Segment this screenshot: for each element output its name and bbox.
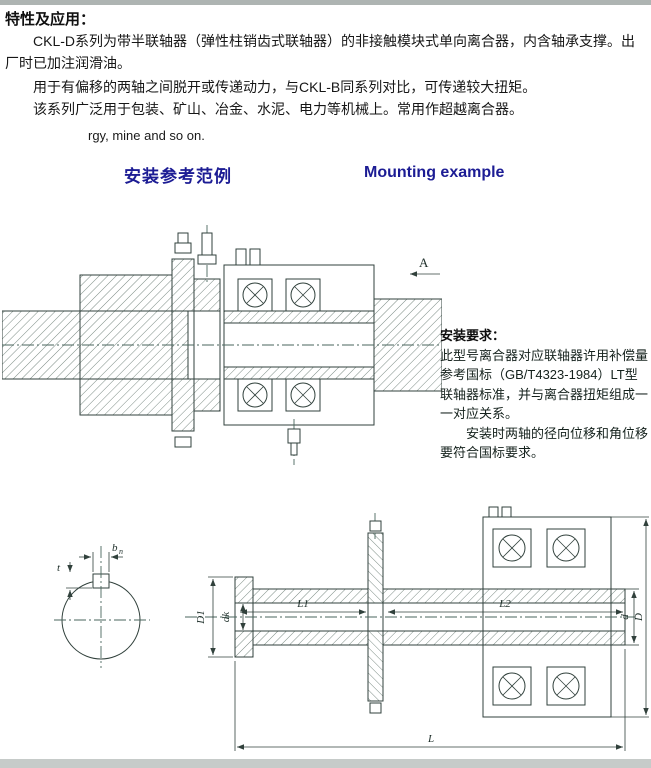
dimension-dk: dk xyxy=(220,604,246,630)
dim-label-dk: dk xyxy=(220,611,232,623)
install-note-para-2: 安装时两轴的径向位移和角位移要符合国标要求。 xyxy=(440,425,649,461)
keyway-width-sub-label: n xyxy=(119,547,123,556)
dimension-l1: L1 xyxy=(240,598,366,615)
bearing-top-right xyxy=(546,528,586,568)
keyway-depth-dimension: t xyxy=(57,562,92,600)
bearing-bottom-right xyxy=(285,378,321,412)
intro-para-3: 该系列广泛用于包装、矿山、冶金、水泥、电力等机械上。常用作超越离合器。 xyxy=(33,101,523,117)
flange-plate xyxy=(171,232,195,448)
keyway-depth-label: t xyxy=(57,562,61,574)
intro-para-4-english: rgy, mine and so on. xyxy=(88,128,205,143)
bearing-top-right xyxy=(285,278,321,312)
dim-label-d-outer: D xyxy=(633,613,645,622)
intro-para-1: CKL-D系列为带半联轴器（弹性柱销齿式联轴器）的非接触模块式单向离合器，内含轴… xyxy=(5,33,636,71)
dim-label-l: L xyxy=(427,733,434,745)
bearing-bottom-right xyxy=(546,666,586,706)
install-note-heading: 安装要求： xyxy=(440,328,506,343)
dim-label-d: d xyxy=(619,614,631,620)
install-note-para-1: 此型号离合器对应联轴器许用补偿量参考国标（GB/T4323-1984）LT型联轴… xyxy=(440,347,649,422)
dim-label-d1: D1 xyxy=(195,610,207,624)
bottom-bolt xyxy=(287,419,301,465)
middle-flange xyxy=(367,513,384,714)
page-top-edge xyxy=(0,0,651,5)
spacer-sleeve xyxy=(193,225,221,412)
dim-label-l2: L2 xyxy=(498,598,511,610)
dimension-d-outer: D xyxy=(611,516,649,718)
bearing-bottom-left xyxy=(237,378,273,412)
section-title-zh: 安装参考范例 xyxy=(124,167,232,186)
install-note: 安装要求： 此型号离合器对应联轴器许用补偿量参考国标（GB/T4323-1984… xyxy=(440,326,648,463)
dimensioned-section-drawing: L1 L2 L D1 dk d D xyxy=(185,506,649,751)
bearing-top-left xyxy=(492,528,532,568)
shaft-extension xyxy=(610,588,626,646)
clutch-module xyxy=(223,248,375,426)
bearing-bottom-left xyxy=(492,666,532,706)
dimension-l2: L2 xyxy=(388,598,623,615)
coupling-assembly-section-drawing: A xyxy=(2,225,442,465)
dimension-l-total: L xyxy=(234,649,626,751)
page-bottom-edge xyxy=(0,759,651,768)
dim-label-l1: L1 xyxy=(296,598,309,610)
keyway-width-label: b xyxy=(112,542,118,554)
intro-para-2: 用于有偏移的两轴之间脱开或传递动力，与CKL-B同系列对比，可传递较大扭矩。 xyxy=(33,79,537,95)
intro-heading: 特性及应用： xyxy=(5,11,96,28)
view-a-arrow: A xyxy=(410,255,440,277)
bearing-top-left xyxy=(237,278,273,312)
section-title-en: Mounting example xyxy=(364,164,505,181)
dimension-d-shaft: d xyxy=(619,588,639,646)
dimension-d1: D1 xyxy=(195,576,233,658)
keyway-width-dimension: b n xyxy=(79,542,123,572)
keyway-end-view-drawing: b n t xyxy=(54,542,150,668)
view-label-a: A xyxy=(419,255,429,270)
